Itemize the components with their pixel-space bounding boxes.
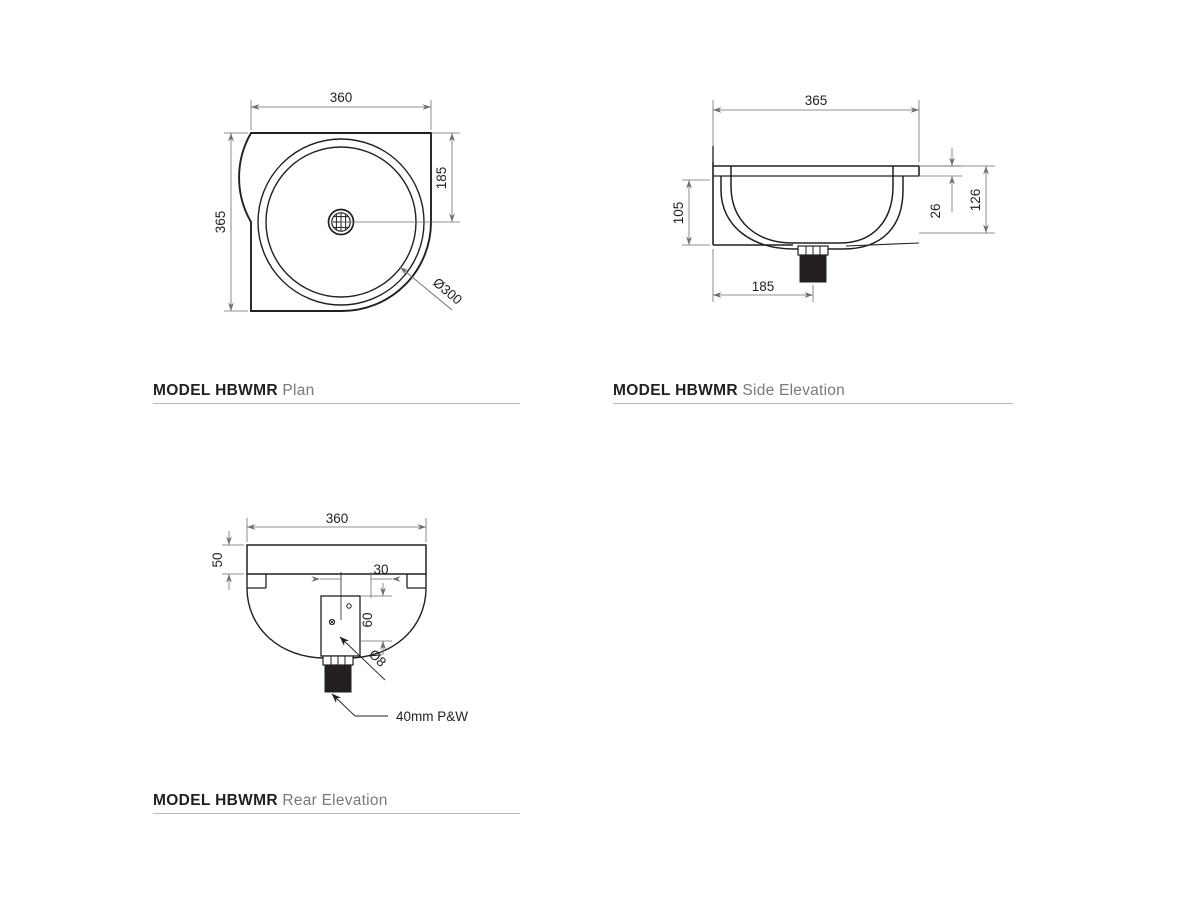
rear-backplate xyxy=(246,544,427,575)
dimension-side-bowl-depth: 126 xyxy=(919,165,995,234)
dimension-side-rim-thickness: 26 xyxy=(919,148,962,219)
dim-label-30: 30 xyxy=(373,562,388,577)
dim-label-365-side: 365 xyxy=(805,93,828,108)
dim-label-50: 50 xyxy=(210,552,225,567)
annotation-waste-callout: 40mm P&W xyxy=(331,693,468,724)
caption-rear-model: MODEL HBWMR xyxy=(153,792,278,809)
dimension-rear-backplate-height: 50 xyxy=(210,531,244,590)
dim-label-365-plan: 365 xyxy=(213,211,228,234)
caption-side-rule xyxy=(613,403,1013,404)
dim-label-126: 126 xyxy=(968,189,983,212)
dimension-plan-depth: 365 xyxy=(213,132,248,312)
dimension-plan-bowl-diameter: Ø300 xyxy=(399,266,465,311)
view-plan: 360 365 185 Ø300 xyxy=(213,90,465,312)
caption-rear-view: Rear Elevation xyxy=(282,792,388,809)
dimension-rear-bracket-offset: 30 xyxy=(311,562,401,620)
view-side-elevation: 365 105 26 126 xyxy=(671,93,995,302)
dimension-side-waste-position: 185 xyxy=(712,249,814,302)
caption-side-view: Side Elevation xyxy=(742,382,846,399)
dim-label-185-plan: 185 xyxy=(434,167,449,190)
caption-side-elevation: MODEL HBWMR Side Elevation xyxy=(613,383,845,399)
caption-plan: MODEL HBWMR Plan xyxy=(153,383,314,399)
dim-label-360-plan: 360 xyxy=(330,90,353,105)
caption-plan-rule xyxy=(153,403,520,404)
annotation-label-40mm-pw: 40mm P&W xyxy=(396,709,468,724)
caption-plan-model: MODEL HBWMR xyxy=(153,382,278,399)
rear-mounting-bracket xyxy=(320,595,361,657)
caption-rear-elevation: MODEL HBWMR Rear Elevation xyxy=(153,793,388,809)
dim-label-dia300: Ø300 xyxy=(430,275,465,308)
view-rear-elevation: 360 50 30 xyxy=(210,511,468,724)
dim-label-185-side: 185 xyxy=(752,279,775,294)
dimension-side-back-height: 105 xyxy=(671,179,710,246)
dimension-rear-bracket-drop: 60 xyxy=(360,583,392,655)
dim-label-26: 26 xyxy=(928,203,943,218)
dim-label-60: 60 xyxy=(360,612,375,627)
caption-rear-rule xyxy=(153,813,520,814)
dim-label-105: 105 xyxy=(671,202,686,225)
dimension-plan-width: 360 xyxy=(250,90,432,130)
dim-label-360-rear: 360 xyxy=(326,511,349,526)
dimension-rear-width: 360 xyxy=(246,511,427,542)
dimension-side-depth: 365 xyxy=(712,93,920,162)
side-waste-pipe xyxy=(797,245,829,283)
caption-side-model: MODEL HBWMR xyxy=(613,382,738,399)
plan-basin-outline xyxy=(238,132,432,312)
caption-plan-view: Plan xyxy=(282,382,315,399)
rear-waste-pipe xyxy=(322,655,354,693)
dimension-plan-waste-offset: 185 xyxy=(341,132,460,223)
side-basin-outline xyxy=(712,146,920,250)
